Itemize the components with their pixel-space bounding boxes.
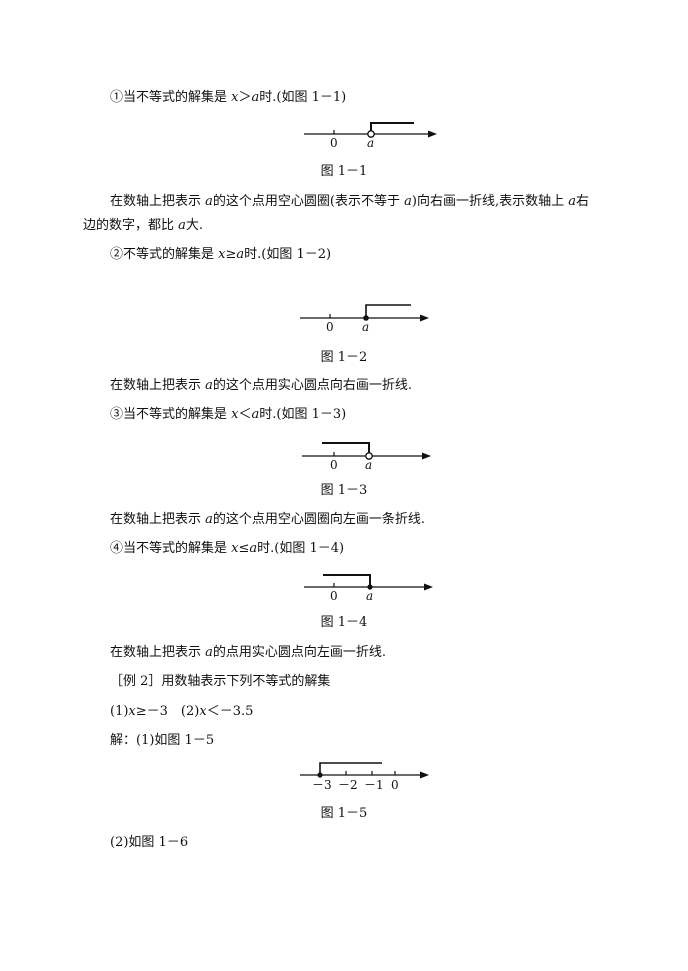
figure-1-4-caption: 图 1－4 — [320, 615, 368, 630]
solution-ray — [319, 762, 382, 775]
axis-arrow — [424, 583, 433, 591]
label-minus-1: －1 — [364, 778, 384, 792]
figure-1-2-caption: 图 1－2 — [320, 350, 368, 365]
solution-2-line: (2)如图 1－6 — [110, 835, 189, 850]
axis-arrow — [420, 771, 429, 779]
solid-dot-a — [367, 584, 373, 590]
solution-ray — [370, 122, 414, 131]
label-0: 0 — [330, 589, 338, 603]
solution-ray — [322, 442, 370, 453]
label-a: a — [366, 589, 373, 603]
item-2-text: ②不等式的解集是 x≥a时.(如图 1－2) — [110, 247, 332, 262]
axis-arrow — [422, 452, 431, 460]
label-a: a — [367, 136, 374, 150]
label-a: a — [362, 320, 369, 334]
axis-arrow — [428, 130, 437, 138]
solution-ray — [365, 304, 411, 318]
solid-dot-a — [363, 315, 369, 321]
label-a: a — [365, 458, 372, 472]
figure-1-3-caption: 图 1－3 — [320, 483, 368, 498]
number-line-figure-1-2: 0 a — [300, 304, 429, 334]
para-4: 在数轴上把表示 a的点用实心圆点向左画一折线. — [110, 645, 387, 660]
solid-dot-minus-3 — [317, 772, 323, 778]
solution-ray — [323, 574, 371, 587]
para-1-line-2: 边的数字，都比 a大. — [83, 218, 204, 233]
solution-line: 解：(1)如图 1－5 — [110, 733, 215, 748]
label-minus-2: －2 — [338, 778, 358, 792]
label-0: 0 — [391, 778, 399, 792]
figure-1-5-caption: 图 1－5 — [320, 806, 368, 821]
example-2-items: (1)x≥－3 (2)x＜－3.5 — [110, 704, 254, 719]
figure-1-1-caption: 图 1－1 — [320, 164, 368, 179]
number-line-figure-1-3: 0 a — [302, 442, 431, 472]
open-circle-a — [365, 452, 373, 460]
para-1-line-1: 在数轴上把表示 a的这个点用空心圆圈(表示不等于 a)向右画一折线,表示数轴上 … — [110, 194, 590, 209]
label-0: 0 — [326, 320, 334, 334]
label-0: 0 — [330, 136, 338, 150]
label-minus-3: －3 — [312, 778, 332, 792]
para-2: 在数轴上把表示 a的这个点用实心圆点向右画一折线. — [110, 378, 413, 393]
item-1-text: ①当不等式的解集是 x＞a时.(如图 1－1) — [110, 90, 347, 105]
number-line-figure-1-4: 0 a — [304, 574, 433, 603]
example-2-heading: ［例 2］用数轴表示下列不等式的解集 — [110, 674, 331, 689]
item-4-text: ④当不等式的解集是 x≤a时.(如图 1－4) — [110, 541, 345, 556]
number-line-figure-1-1: 0 a — [304, 122, 437, 150]
number-line-figure-1-5: －3 －2 －1 0 — [300, 762, 429, 792]
axis-arrow — [420, 314, 429, 322]
para-3: 在数轴上把表示 a的这个点用空心圆圈向左画一条折线. — [110, 512, 426, 527]
open-circle-a — [367, 130, 375, 138]
label-0: 0 — [330, 458, 338, 472]
item-3-text: ③当不等式的解集是 x＜a时.(如图 1－3) — [110, 407, 347, 422]
